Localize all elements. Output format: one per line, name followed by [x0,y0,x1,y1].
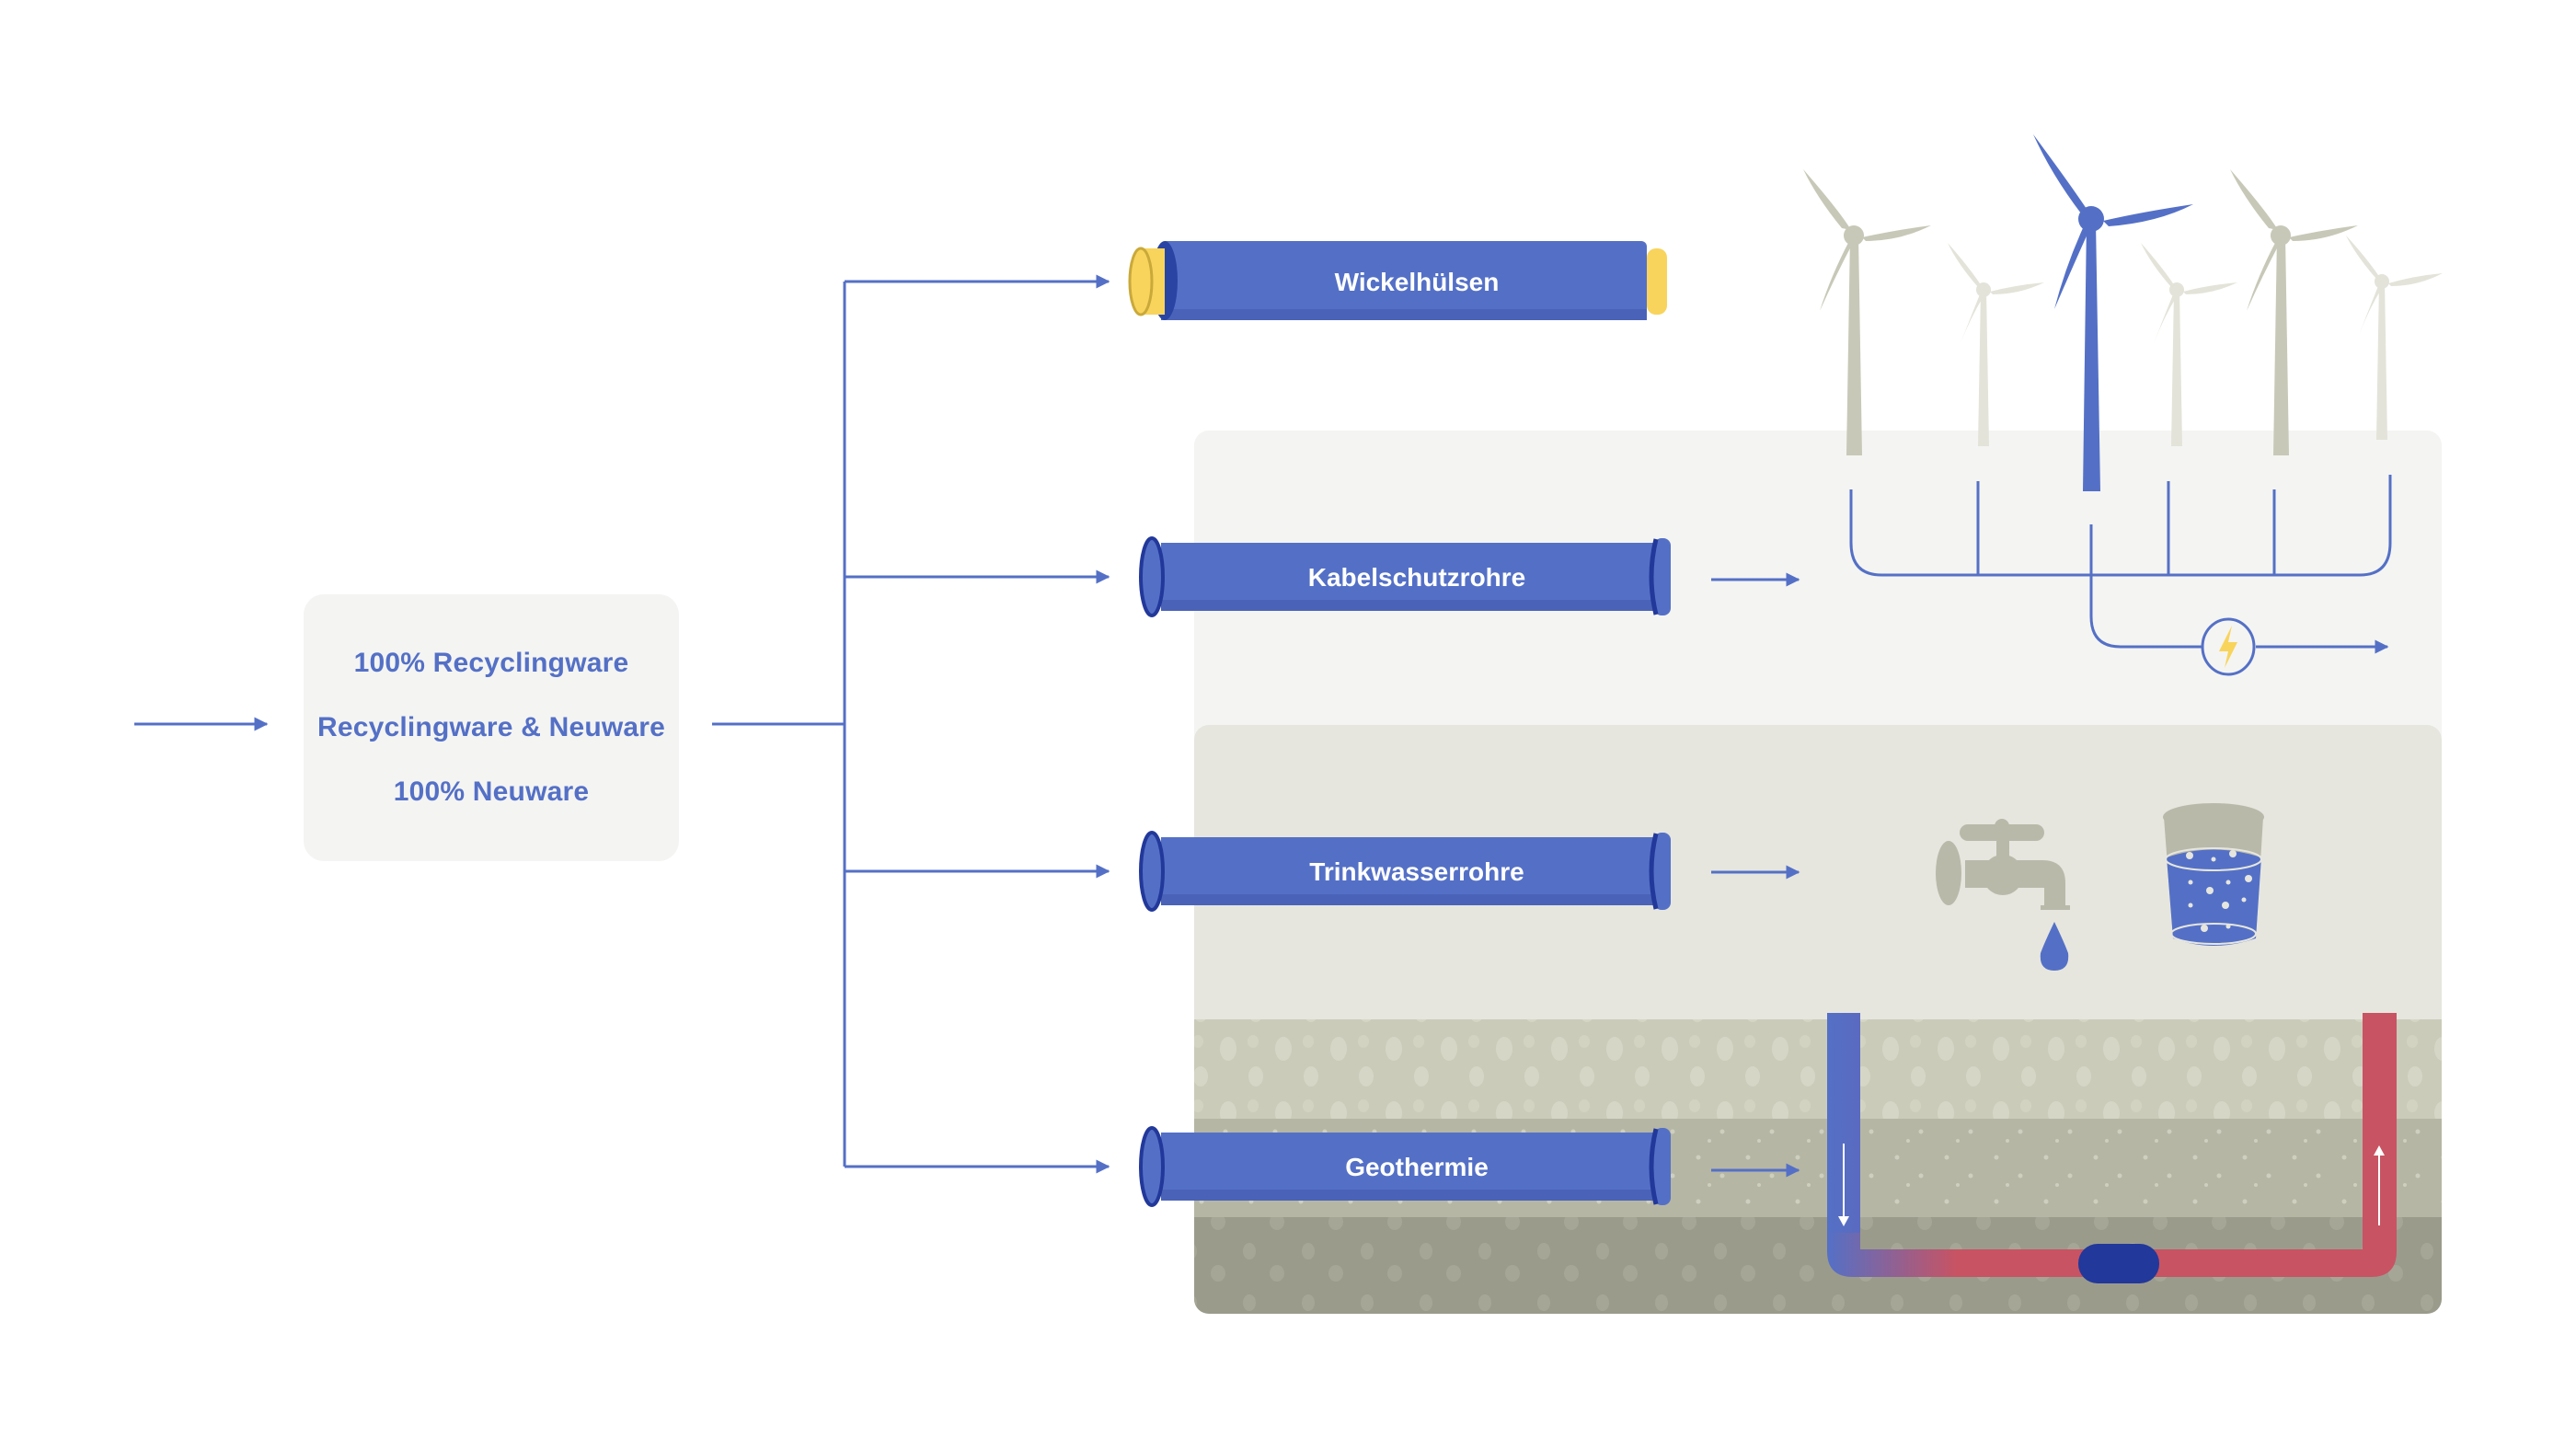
wind-turbine-icon [2033,134,2193,491]
pipe-trinkwasserrohre [1139,831,1671,912]
wind-turbine-icon [1803,169,1931,455]
lightning-bolt-icon [2219,626,2237,668]
pipe-label-geothermie: Geothermie [1345,1153,1489,1181]
cable-network [1849,475,2392,654]
pipe-kabelschutzrohre [1139,536,1671,617]
power-station [2201,617,2256,676]
wind-turbine-icon [2230,169,2358,455]
water-glass-icon [2163,803,2264,946]
pipe-wickelhuelsen [1128,241,1667,320]
pipe-geothermie [1139,1126,1671,1207]
source-option-recycling: 100% Recyclingware [353,648,629,678]
wind-turbine-icon [2346,236,2443,440]
wind-turbine-icon [2141,243,2237,446]
heat-exchanger-icon [2078,1244,2159,1283]
pipe-label-wickelhuelsen: Wickelhülsen [1334,268,1500,296]
pipe-label-kabelschutzrohre: Kabelschutzrohre [1307,563,1526,592]
source-option-mixed: Recyclingware & Neuware [316,712,666,742]
water-tap-icon [1936,819,2070,910]
wind-turbine-icon [1948,243,2044,446]
water-drop-icon [2040,922,2069,971]
pipe-label-trinkwasserrohre: Trinkwasserrohre [1309,857,1524,886]
source-option-virgin: 100% Neuware [393,776,590,807]
material-source-box: 100% Recyclingware Recyclingware & Neuwa… [304,594,679,861]
